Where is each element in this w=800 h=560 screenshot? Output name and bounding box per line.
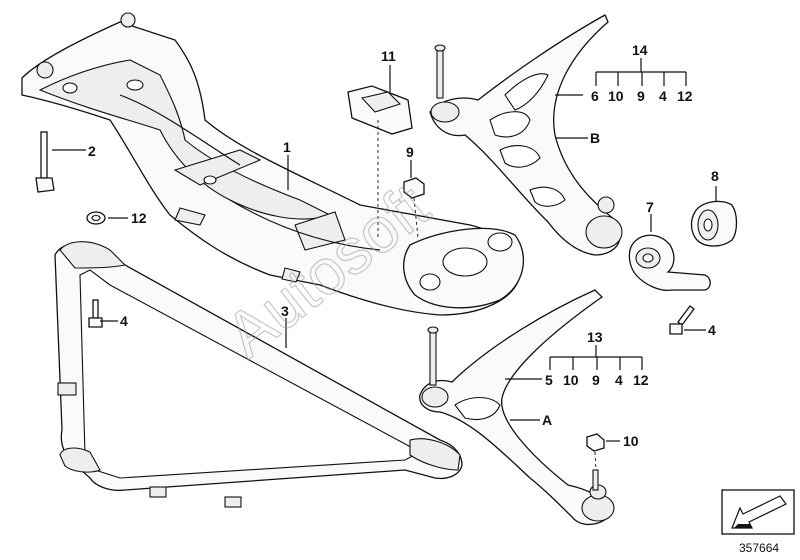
group-13-item: 12 [633, 372, 649, 388]
bolt-4-right-part [669, 305, 695, 335]
direction-arrow-icon [721, 489, 795, 535]
reinforcement-frame-part [54, 241, 463, 508]
bolt-4-left-part [88, 299, 103, 328]
group-13-item: 5 [545, 372, 553, 388]
group-14-item: 10 [608, 88, 624, 104]
washer-12-part [86, 211, 106, 225]
group-14-head: 14 [632, 42, 648, 58]
bolt-2-part [35, 131, 55, 193]
nut-9-part [403, 177, 425, 239]
group-13-head: 13 [587, 329, 603, 345]
bearing-bracket-7-part [628, 234, 711, 291]
stop-block-part [347, 85, 413, 240]
group-14-item: 12 [677, 88, 693, 104]
leader-lines [52, 58, 717, 442]
axle-carrier-part [21, 12, 525, 316]
group-14-item: 4 [659, 88, 667, 104]
group-14-item: 9 [637, 88, 645, 104]
callout-a: A [542, 412, 552, 428]
callout-10: 10 [623, 433, 639, 449]
callout-3: 3 [281, 303, 289, 319]
callout-b: B [590, 130, 600, 146]
callout-9: 9 [406, 144, 414, 160]
callout-12: 12 [131, 210, 147, 226]
callout-4-left: 4 [120, 313, 128, 329]
callout-4-right: 4 [708, 322, 716, 338]
nut-10-part [586, 433, 605, 491]
group-13-item: 4 [615, 372, 623, 388]
group-14-item: 6 [591, 88, 599, 104]
group-13-item: 10 [563, 372, 579, 388]
callout-1: 1 [283, 139, 291, 155]
callout-11: 11 [381, 48, 396, 64]
callout-labels: 1 2 3 4 4 7 8 9 10 11 12 A B 14 6 10 9 4… [88, 42, 719, 449]
callout-7: 7 [646, 199, 654, 215]
callout-8: 8 [711, 168, 719, 184]
bushing-8-part [690, 200, 738, 247]
callout-2: 2 [88, 143, 96, 159]
group-13-item: 9 [592, 372, 600, 388]
document-id: 357664 [739, 541, 779, 555]
wishbone-a-part [419, 289, 615, 526]
wishbone-b-part [429, 14, 623, 256]
